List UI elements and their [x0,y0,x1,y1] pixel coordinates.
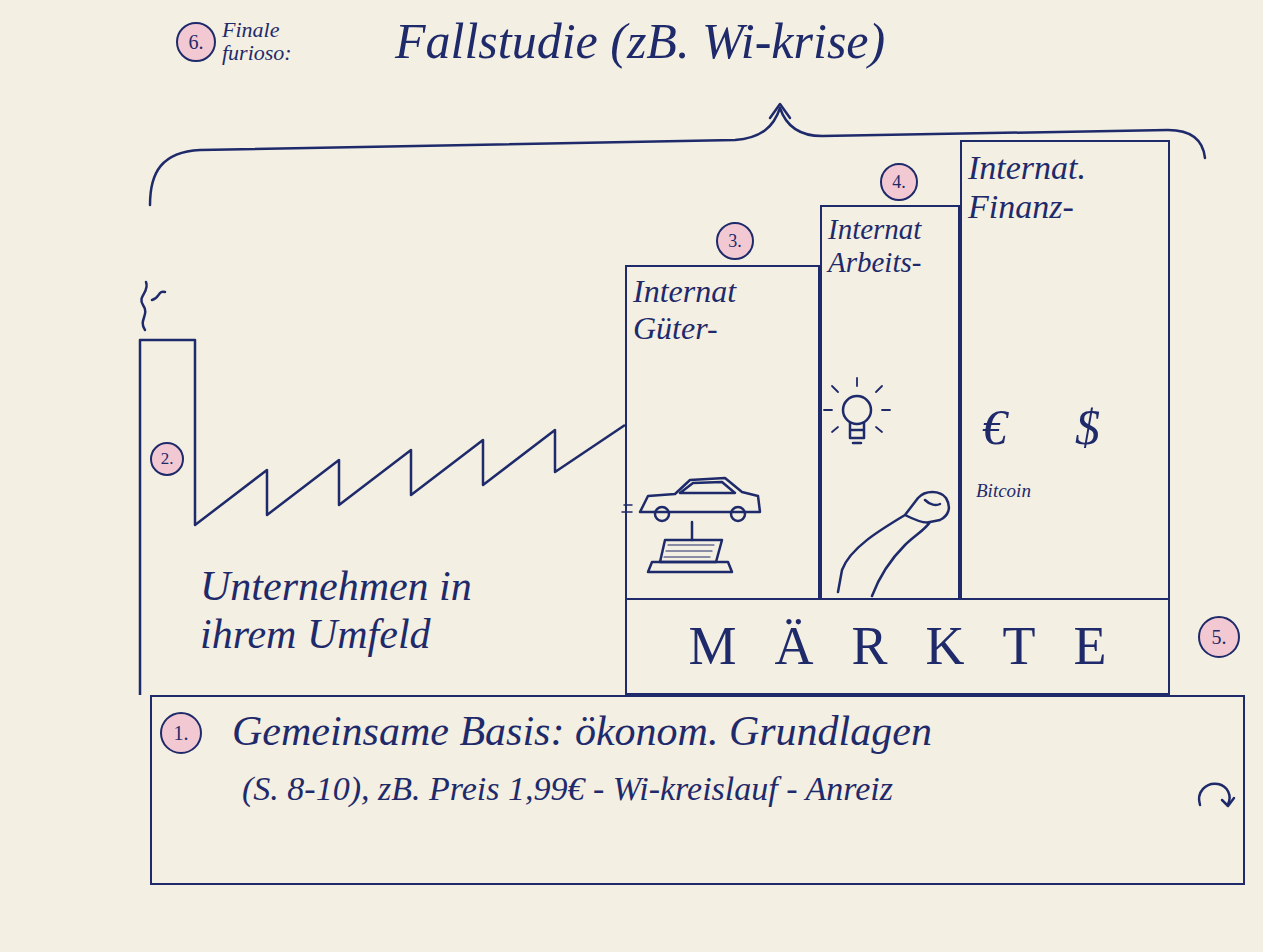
flexed-arm-drawing [838,492,949,596]
node-heading: Unternehmen in ihrem Umfeld [200,562,530,659]
callout-number: 1. [160,712,202,754]
node-text: (S. 8-10), zB. Preis 1,99€ - Wi-kreislau… [232,769,1223,808]
diagram-title: Fallstudie (zB. Wi-krise) [395,12,885,70]
laptop-drawing [648,522,732,572]
lightbulb-drawing [824,378,890,443]
annotation-label: $ [1075,398,1100,456]
annotation-label: € [982,398,1007,456]
chimney-smoke [141,282,165,330]
node-heading: MÄRKTE [651,615,1145,677]
annotation-label: Bitcoin [976,480,1031,502]
cycle-arrow [1199,784,1234,806]
brace-arrowhead [770,104,790,118]
annotation-label: Finale furioso: [222,18,317,64]
callout-number: 5. [1198,616,1240,658]
callout-number: 4. [880,163,918,201]
markets-base: MÄRKTE [625,600,1170,695]
market-column: Internat. Finanz- [960,140,1170,600]
node-heading: Internat Güter- [633,273,812,347]
market-column: Internat Güter- [625,265,820,600]
factory-outline-path [140,340,625,695]
node-heading: Internat Arbeits- [828,213,952,280]
foundation-band: Gemeinsame Basis: ökonom. Grundlagen (S. … [150,695,1245,885]
factory-outline: Unternehmen in ihrem Umfeld [140,330,625,695]
car-drawing [622,478,760,521]
callout-number: 6. [176,22,216,62]
node-heading: Gemeinsame Basis: ökonom. Grundlagen [232,707,1223,755]
callout-number: 2. [150,442,184,476]
node-heading: Internat. Finanz- [968,148,1162,226]
market-column: Internat Arbeits- [820,205,960,600]
callout-number: 3. [716,222,754,260]
